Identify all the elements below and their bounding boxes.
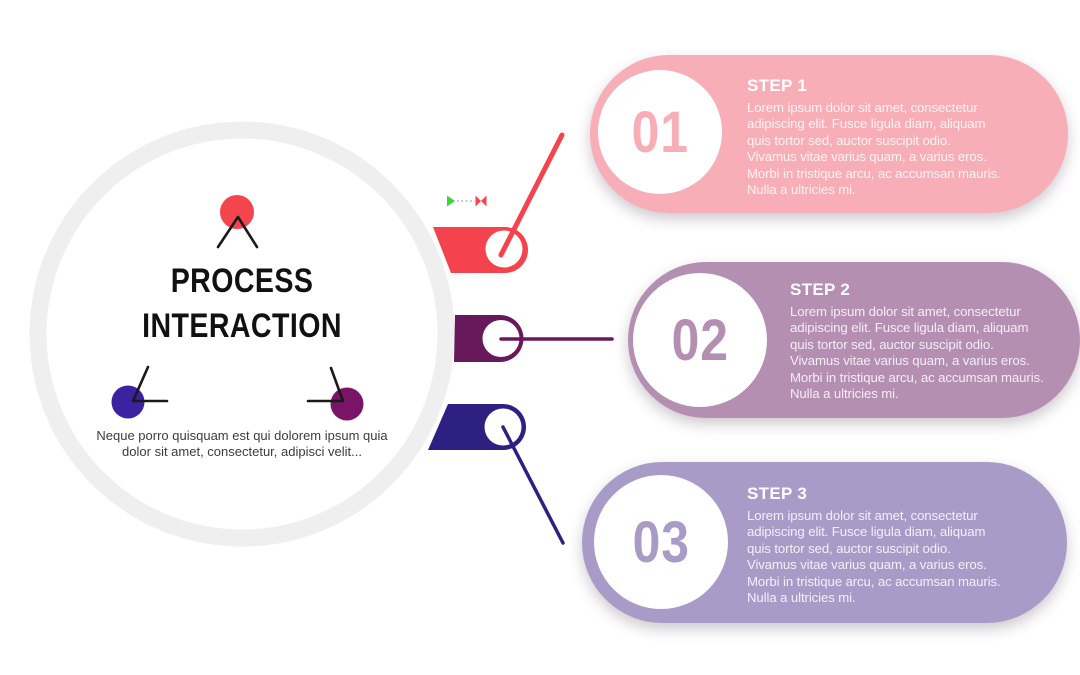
step-number-circle: 02 xyxy=(633,273,767,407)
step-card-2: 02 STEP 2 Lorem ipsum dolor sit amet, co… xyxy=(628,262,1080,418)
step-number: 02 xyxy=(671,307,729,373)
node-plum-dot xyxy=(330,387,364,421)
step-title: STEP 2 xyxy=(790,280,851,299)
node-red-dot xyxy=(220,195,254,229)
step-text-block: STEP 1 Lorem ipsum dolor sit amet, conse… xyxy=(747,76,1052,198)
big-circle-ring xyxy=(29,121,455,547)
angle-left-icon xyxy=(131,365,169,403)
step-number-circle: 03 xyxy=(594,475,728,609)
page-title-line2: INTERACTION xyxy=(142,307,342,345)
step-number-circle: 01 xyxy=(598,70,722,194)
end-marker-icon xyxy=(481,195,487,207)
center-description: Neque porro quisquam est qui dolorem ips… xyxy=(96,428,388,459)
connector-line-1 xyxy=(498,132,565,258)
step-text-block: STEP 3 Lorem ipsum dolor sit amet, conse… xyxy=(747,484,1052,606)
page-title-line1: PROCESS xyxy=(170,262,314,300)
play-icon xyxy=(447,195,455,207)
page-title: PROCESS INTERACTION xyxy=(74,259,410,349)
step-title: STEP 1 xyxy=(747,76,808,95)
step-body: Lorem ipsum dolor sit amet, consectetur … xyxy=(747,100,1001,198)
step-body: Lorem ipsum dolor sit amet, consectetur … xyxy=(747,508,1001,606)
step-text-block: STEP 2 Lorem ipsum dolor sit amet, conse… xyxy=(790,280,1080,402)
step-number: 03 xyxy=(632,509,690,575)
angle-right-icon xyxy=(306,366,345,403)
step-body: Lorem ipsum dolor sit amet, consectetur … xyxy=(790,304,1044,402)
chevron-icon xyxy=(216,215,259,249)
step-number: 01 xyxy=(631,99,689,165)
step-card-1: 01 STEP 1 Lorem ipsum dolor sit amet, co… xyxy=(590,55,1068,213)
connector-line-3 xyxy=(501,425,565,545)
end-marker-icon xyxy=(475,195,481,207)
step-card-3: 03 STEP 3 Lorem ipsum dolor sit amet, co… xyxy=(582,462,1067,623)
step-title: STEP 3 xyxy=(747,484,808,503)
